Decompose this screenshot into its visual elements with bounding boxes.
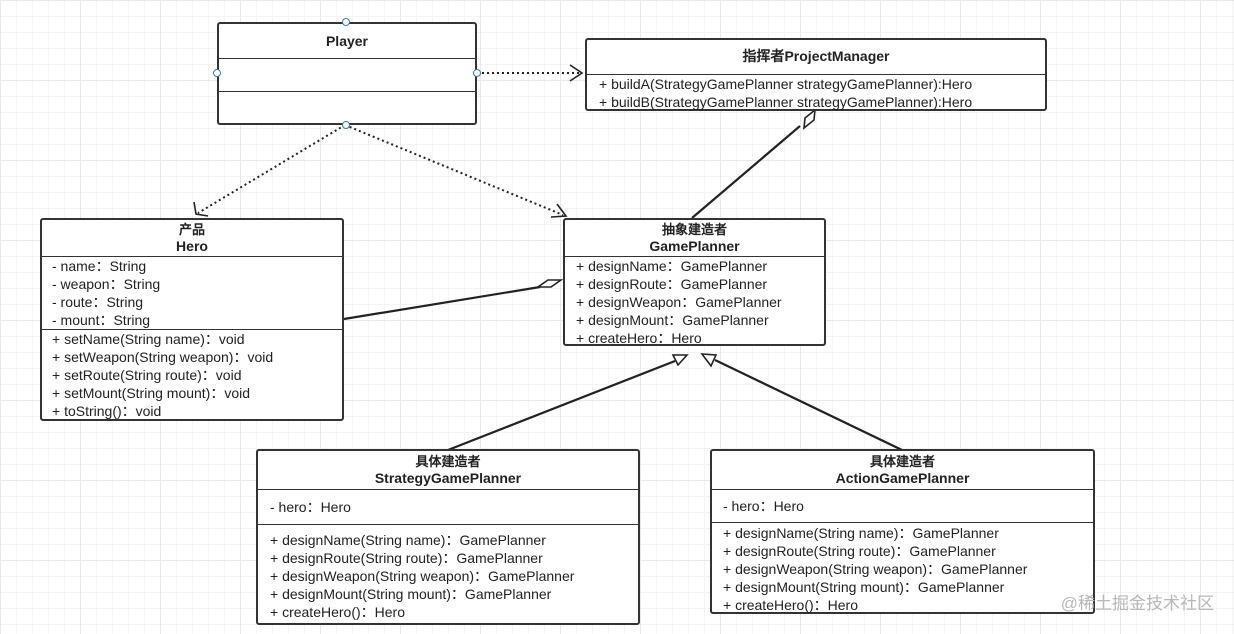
method-item: + setWeapon(String weapon)：void xyxy=(52,349,274,365)
method-item: + designName(String name)：GamePlanner xyxy=(270,532,546,548)
attribute-item: - name：String xyxy=(52,258,147,274)
connector-port-right[interactable] xyxy=(473,69,481,77)
method-item: + buildA(StrategyGamePlanner strategyGam… xyxy=(599,76,973,92)
class-hero[interactable]: 产品 Hero - name：String - weapon：String - … xyxy=(40,218,344,421)
edge-gameplanner-projectmanager xyxy=(691,108,816,219)
edge-player-projectmanager xyxy=(477,64,584,82)
method-item: + toString()：void xyxy=(52,403,162,419)
method-item: + designMount(String mount)：GamePlanner xyxy=(270,586,552,602)
edge-player-hero xyxy=(193,124,346,217)
method-item: + createHero()：Hero xyxy=(270,604,405,620)
class-action-methods: + designName(String name)：GamePlanner + … xyxy=(712,522,1093,614)
class-project-manager[interactable]: 指挥者ProjectManager + buildA(StrategyGameP… xyxy=(585,38,1047,111)
method-item: + setRoute(String route)：void xyxy=(52,367,242,383)
method-item: + designWeapon(String weapon)：GamePlanne… xyxy=(270,568,575,584)
class-project-manager-methods: + buildA(StrategyGamePlanner strategyGam… xyxy=(587,74,1045,111)
class-action-game-planner[interactable]: 具体建造者 ActionGamePlanner - hero：Hero + de… xyxy=(710,449,1095,614)
watermark: @稀土掘金技术社区 xyxy=(1060,594,1214,613)
method-item: + designRoute(String route)：GamePlanner xyxy=(270,550,543,566)
class-player-methods xyxy=(219,91,475,123)
attribute-item: - hero：Hero xyxy=(723,498,804,514)
attribute-item: - mount：String xyxy=(52,312,151,328)
class-hero-name: Hero xyxy=(176,238,208,254)
attribute-item: - weapon：String xyxy=(52,276,161,292)
class-game-planner-methods: + designName：GamePlanner + designRoute：G… xyxy=(565,256,824,347)
method-item: + createHero：Hero xyxy=(576,330,702,346)
edge-player-gameplanner xyxy=(344,124,568,218)
connector-port-left[interactable] xyxy=(213,69,221,77)
class-strategy-name: StrategyGamePlanner xyxy=(374,470,522,486)
class-player-attributes xyxy=(219,58,475,91)
method-item: + designMount(String mount)：GamePlanner xyxy=(723,579,1005,595)
attribute-item: - route：String xyxy=(52,294,144,310)
method-item: + buildB(StrategyGamePlanner strategyGam… xyxy=(599,94,973,110)
class-action-stereotype: 具体建造者 xyxy=(869,454,935,469)
edge-hero-gameplanner xyxy=(343,279,564,321)
edge-action-gameplanner xyxy=(700,353,903,451)
class-hero-methods: + setName(String name)：void + setWeapon(… xyxy=(42,329,342,420)
class-strategy-methods: + designName(String name)：GamePlanner + … xyxy=(258,524,638,621)
method-item: + designMount：GamePlanner xyxy=(576,312,769,328)
method-item: + createHero()：Hero xyxy=(723,597,858,613)
attribute-item: - hero：Hero xyxy=(270,499,351,515)
method-item: + designName(String name)：GamePlanner xyxy=(723,525,999,541)
class-hero-attributes: - name：String - weapon：String - route：St… xyxy=(42,256,342,329)
method-item: + designWeapon：GamePlanner xyxy=(576,294,782,310)
class-project-manager-name: 指挥者ProjectManager xyxy=(742,48,890,64)
method-item: + designRoute(String route)：GamePlanner xyxy=(723,543,996,559)
method-item: + setMount(String mount)：void xyxy=(52,385,251,401)
class-action-name: ActionGamePlanner xyxy=(835,470,970,486)
class-action-attributes: - hero：Hero xyxy=(712,489,1093,522)
class-game-planner-stereotype: 抽象建造者 xyxy=(661,222,727,237)
method-item: + designName：GamePlanner xyxy=(576,258,768,274)
class-strategy-game-planner[interactable]: 具体建造者 StrategyGamePlanner - hero：Hero + … xyxy=(256,449,640,625)
class-game-planner-name: GamePlanner xyxy=(649,238,740,254)
class-player-name: Player xyxy=(325,33,369,49)
method-item: + designWeapon(String weapon)：GamePlanne… xyxy=(723,561,1028,577)
method-item: + designRoute：GamePlanner xyxy=(576,276,768,292)
class-hero-stereotype: 产品 xyxy=(178,222,205,237)
method-item: + setName(String name)：void xyxy=(52,331,245,347)
class-strategy-attributes: - hero：Hero xyxy=(258,489,638,524)
connector-port-top[interactable] xyxy=(342,18,350,26)
class-strategy-stereotype: 具体建造者 xyxy=(415,454,481,469)
class-player[interactable]: Player xyxy=(217,22,477,125)
edge-strategy-gameplanner xyxy=(447,354,689,452)
class-game-planner[interactable]: 抽象建造者 GamePlanner + designName：GamePlann… xyxy=(563,218,826,346)
connector-port-bottom[interactable] xyxy=(342,121,350,129)
